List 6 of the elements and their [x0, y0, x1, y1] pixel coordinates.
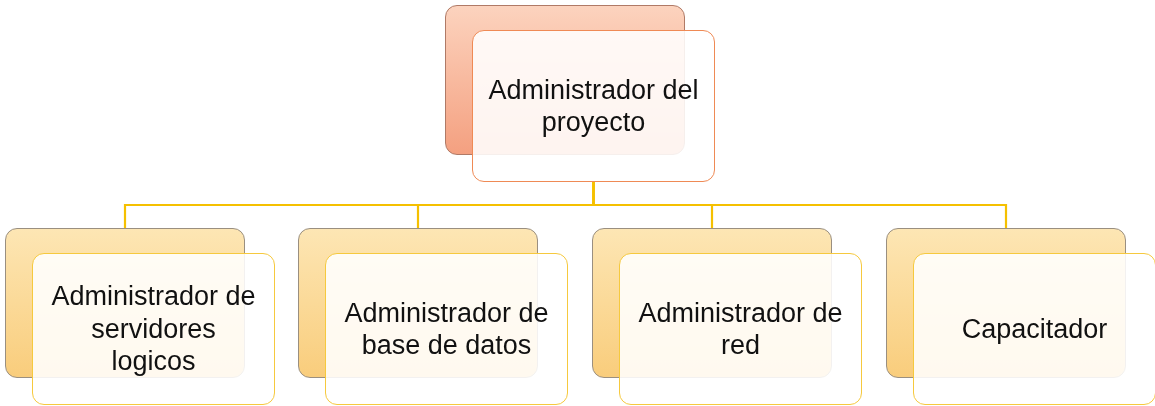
role-label: Administrador del proyecto	[487, 73, 700, 139]
role-label: Administrador de servidores logicos	[50, 280, 257, 378]
role-label: Administrador de red	[637, 296, 844, 362]
connector-line	[592, 182, 1008, 228]
role-label: Capacitador	[961, 312, 1108, 346]
role-label: Administrador de base de datos	[343, 296, 550, 362]
